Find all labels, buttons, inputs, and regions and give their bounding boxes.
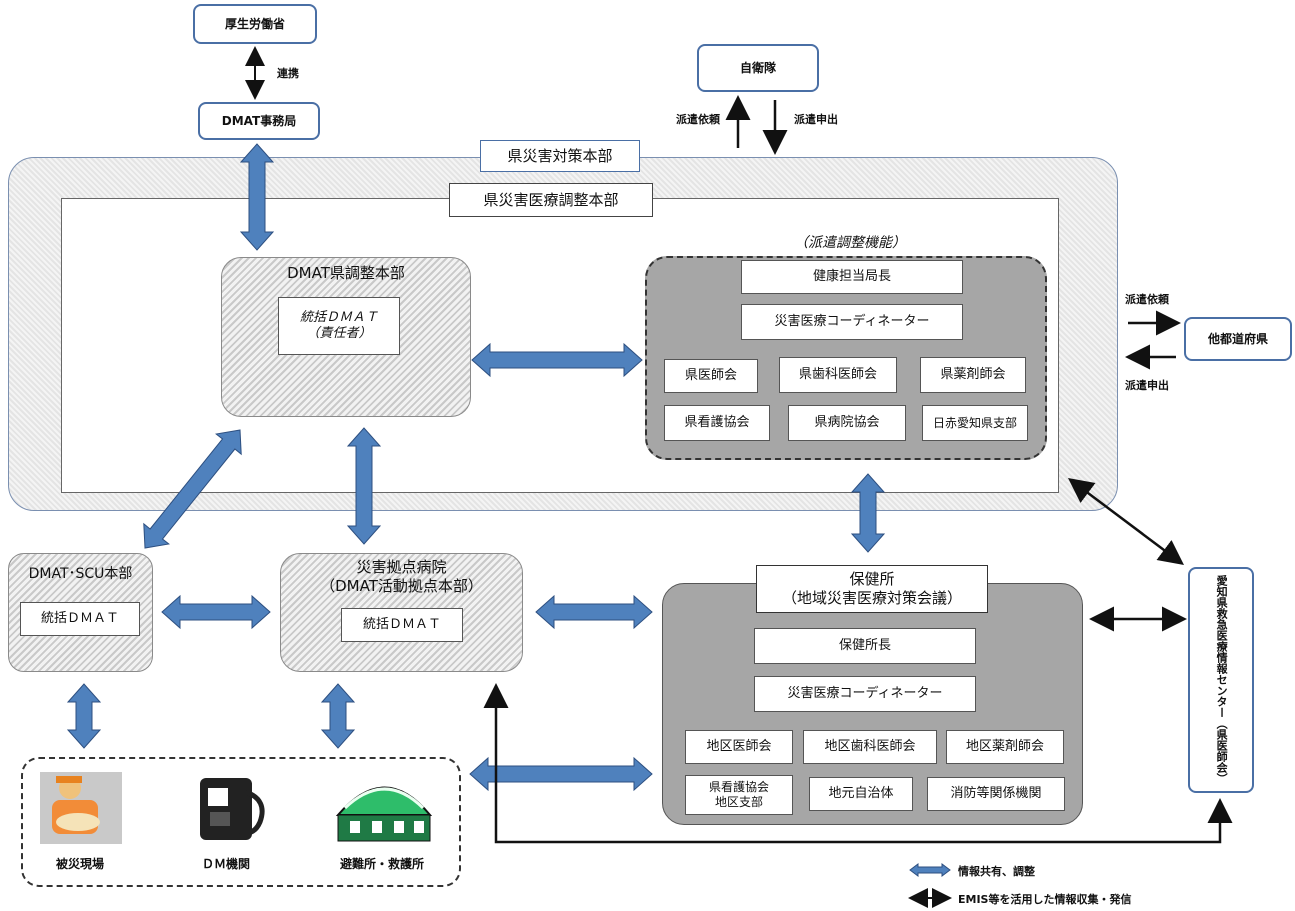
scu-title: DMAT･SCU本部 bbox=[28, 566, 133, 582]
scu-inner: 統括ＤＭＡＴ bbox=[20, 602, 140, 636]
field-item-3: 避難所・救護所 bbox=[339, 857, 424, 871]
other-pref-box: 他都道府県 bbox=[1184, 317, 1292, 361]
shelter-icon bbox=[335, 786, 433, 842]
dmat-hq-base-arrow bbox=[346, 427, 382, 545]
dispatch-r2-c1: 県看護協会 bbox=[664, 405, 770, 441]
mhlw-link-label: 連携 bbox=[277, 67, 299, 80]
dmat-equipment-icon bbox=[200, 778, 265, 840]
base-hospital-inner: 統括ＤＭＡＴ bbox=[341, 608, 463, 642]
sdf-box: 自衛隊 bbox=[697, 44, 819, 92]
scu-base-arrow bbox=[161, 594, 271, 630]
emis-loop-arrow bbox=[483, 683, 1233, 844]
disaster-site-icon bbox=[40, 772, 122, 844]
dmat-hq-dispatch-arrow bbox=[471, 342, 643, 378]
field-hc-arrow bbox=[469, 756, 653, 792]
dispatch-r2-c3: 日赤愛知県支部 bbox=[922, 405, 1028, 441]
health-center-title-1: 保健所 bbox=[849, 570, 895, 589]
legend-blue-arrow bbox=[909, 863, 951, 877]
health-center-title-2: （地域災害医療対策会議） bbox=[781, 589, 962, 607]
mhlw-box: 厚生労働省 bbox=[193, 4, 317, 44]
sdf-request-label: 派遣依頼 bbox=[676, 113, 720, 126]
other-pref-request-label: 派遣依頼 bbox=[1125, 293, 1169, 306]
dispatch-r2-c2: 県病院協会 bbox=[788, 405, 906, 441]
scu-field-arrow bbox=[66, 683, 102, 749]
base-field-arrow bbox=[320, 683, 356, 749]
health-center-title: 保健所 （地域災害医療対策会議） bbox=[756, 565, 988, 613]
dmat-office-box: DMAT事務局 bbox=[198, 102, 320, 140]
dmat-pref-hq-inner: 統括ＤＭＡＴ （責任者） bbox=[278, 297, 400, 355]
dmat-office-hq-arrow bbox=[239, 143, 275, 251]
base-hc-arrow bbox=[535, 594, 653, 630]
dmat-pref-hq-inner-line1: 統括ＤＭＡＴ bbox=[299, 309, 378, 325]
sdf-offer-label: 派遣申出 bbox=[794, 113, 838, 126]
dispatch-r1-c3: 県薬剤師会 bbox=[920, 357, 1026, 393]
field-item-1: 被災現場 bbox=[55, 857, 104, 871]
dispatch-head: 健康担当局長 bbox=[741, 260, 963, 294]
legend-blue-text: 情報共有、調整 bbox=[958, 865, 1035, 878]
dispatch-coordinator: 災害医療コーディネーター bbox=[741, 304, 963, 340]
dispatch-title: （派遣調整機能） bbox=[794, 235, 906, 251]
health-center-head: 保健所長 bbox=[754, 628, 976, 664]
blue-arrows bbox=[66, 143, 886, 792]
dispatch-r1-c2: 県歯科医師会 bbox=[779, 357, 897, 393]
base-hospital-title-2: （DMAT活動拠点本部） bbox=[320, 577, 483, 595]
dispatch-r1-c1: 県医師会 bbox=[664, 359, 758, 393]
dmat-hq-scu-arrow bbox=[143, 429, 242, 549]
base-hospital-title-1: 災害拠点病院 bbox=[356, 558, 447, 576]
dispatch-hc-arrow bbox=[850, 473, 886, 553]
field-item-2: ＤＭ機関 bbox=[201, 857, 250, 871]
dmat-pref-hq-title: DMAT県調整本部 bbox=[287, 264, 405, 282]
pref-hq-label: 県災害対策本部 bbox=[480, 140, 640, 172]
legend-black-text: EMIS等を活用した情報収集・発信 bbox=[958, 893, 1132, 906]
other-pref-offer-label: 派遣申出 bbox=[1125, 379, 1169, 392]
dmat-pref-hq-inner-line2: （責任者） bbox=[306, 326, 372, 341]
field-frame bbox=[21, 757, 461, 887]
frame-aichi-arrow bbox=[1068, 478, 1184, 565]
pref-medical-hq-label: 県災害医療調整本部 bbox=[449, 183, 653, 217]
